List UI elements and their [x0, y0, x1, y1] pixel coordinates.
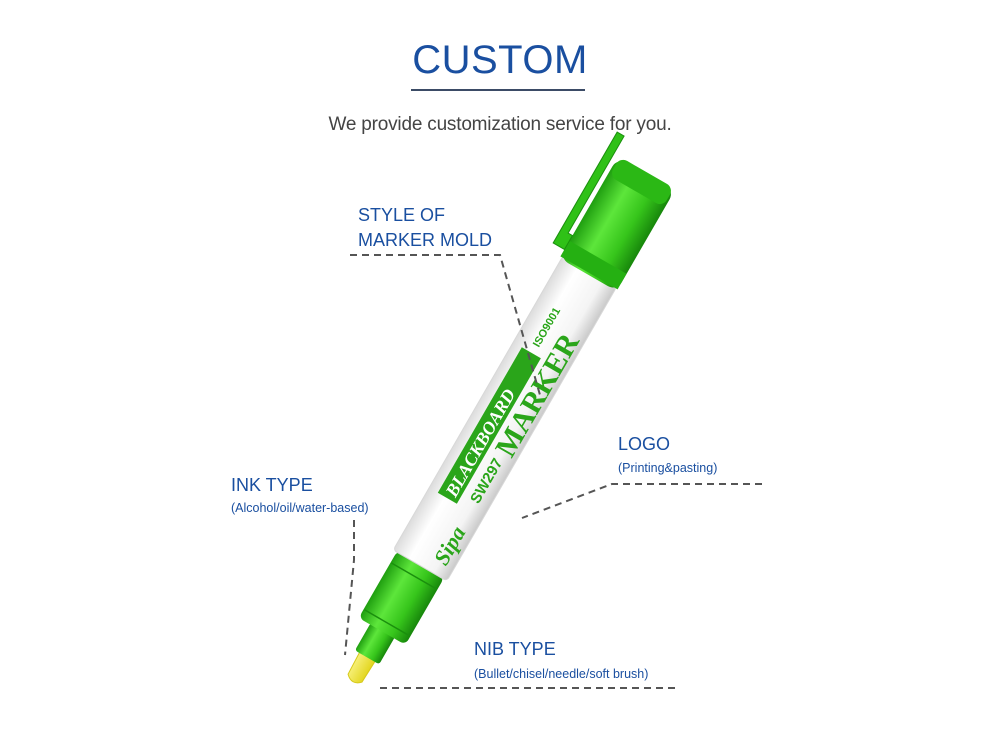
ink-label: INK TYPE [231, 475, 313, 495]
marker-nib [347, 650, 377, 684]
mold-label-line1: STYLE OF [358, 205, 446, 225]
title-underline [411, 89, 585, 91]
logo-label: LOGO [618, 434, 671, 454]
logo-detail: (Printing&pasting) [618, 461, 718, 475]
nib-detail: (Bullet/chisel/needle/soft brush) [474, 667, 649, 681]
nib-holder [355, 623, 395, 664]
mold-leader [350, 254, 541, 396]
nib-label: NIB TYPE [474, 639, 556, 659]
cap-clip [552, 131, 625, 251]
mold-label: STYLE OF MARKER MOLD [358, 203, 492, 253]
ink-detail: (Alcohol/oil/water-based) [231, 501, 369, 515]
logo-leader [521, 483, 762, 519]
mold-label-line2: MARKER MOLD [358, 230, 493, 250]
ink-leader [344, 520, 355, 656]
blackboard-band [437, 347, 541, 504]
page-subtitle: We provide customization service for you… [328, 114, 672, 135]
page-title: CUSTOM [412, 38, 588, 82]
